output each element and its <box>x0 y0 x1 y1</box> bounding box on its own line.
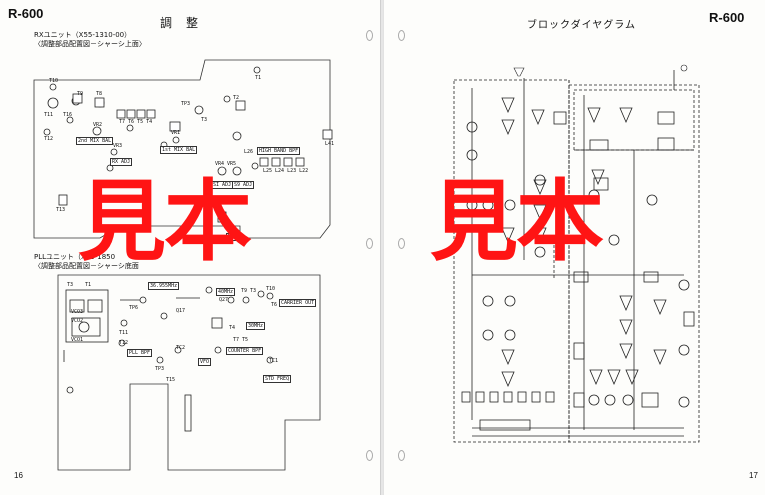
rx-label-s9-adj: S9 ADJ <box>232 181 255 189</box>
binder-hole-icon <box>398 238 405 249</box>
pll-label-30mhz: 30MHz <box>246 322 266 330</box>
pll-label-TP3: TP3 <box>155 366 165 372</box>
rx-label-1st-mix-bal: 1st MIX BAL <box>160 146 198 154</box>
pll-label-T12: T12 <box>119 340 129 346</box>
pll-label-T7-T5: T7 T5 <box>233 337 249 343</box>
rx-label-high-band-bpf: HIGH BAND BPF <box>257 147 301 155</box>
pll-label-TC1: TC1 <box>269 358 279 364</box>
pll-label-carrier-out: CARRIER OUT <box>279 299 317 307</box>
pll-label-Q27: Q27 <box>219 297 229 303</box>
binder-hole-icon <box>366 30 373 41</box>
rx-label-nb: NB <box>226 233 237 241</box>
pll-unit-heading: PLLユニット（X50-1850 <box>34 253 116 261</box>
rx-label-T12: T12 <box>44 136 54 142</box>
pll-label-40mhz: 40MHz <box>216 288 236 296</box>
pll-label-Q17: Q17 <box>176 308 186 314</box>
model-label-left: R-600 <box>8 6 44 21</box>
block-diagram <box>453 64 700 443</box>
rx-label-VR3: VR3 <box>113 143 123 149</box>
rx-label-TP3: TP3 <box>181 101 191 107</box>
binder-hole-icon <box>398 450 405 461</box>
pll-label-T4: T4 <box>229 325 236 331</box>
rx-label-T11: T11 <box>44 112 54 118</box>
pll-label-vfo: VFO <box>198 358 212 366</box>
page-title-adjustment: 調 整 <box>160 16 200 30</box>
left-page: R-600 調 整 RXユニット（X55-1310-00） 〈調整部品配置図－シ… <box>0 0 381 495</box>
rx-label-rx-adj-left: RX ADJ <box>110 158 133 166</box>
pll-label-36955mhz: 36.955MHz <box>148 282 180 290</box>
rx-label-T8: T8 <box>96 91 103 97</box>
sample-watermark-right: 見本 <box>430 170 604 273</box>
pll-label-T6: T6 <box>271 302 278 308</box>
rx-label-T1: T1 <box>255 75 262 81</box>
rx-label-VR1: VR1 <box>171 130 181 136</box>
pll-label-T9-T3: T9 T3 <box>241 288 257 294</box>
rx-label-L25-L22: L25 L24 L23 L22 <box>263 168 309 174</box>
page-number-left: 16 <box>14 471 23 480</box>
rx-label-T10: T10 <box>49 78 59 84</box>
pll-label-VCO1: VCO1 <box>71 337 84 343</box>
rx-label-T3: T3 <box>201 117 208 123</box>
rx-label-T16: T16 <box>63 112 73 118</box>
binder-hole-icon <box>366 238 373 249</box>
pll-label-VCO3: VCO3 <box>71 309 84 315</box>
pll-label-counter-bpf: COUNTER BPF <box>226 347 264 355</box>
rx-label-T9: T9 <box>77 91 84 97</box>
page-title-block-diagram: ブロックダイヤグラム <box>527 20 636 31</box>
pll-label-T15: T15 <box>166 377 176 383</box>
binder-hole-icon <box>398 30 405 41</box>
rx-label-L26: L26 <box>244 149 254 155</box>
pll-label-T10: T10 <box>266 286 276 292</box>
pll-label-TC2: TC2 <box>176 345 186 351</box>
sample-watermark-left: 見本 <box>78 170 252 273</box>
page-gutter <box>381 0 383 495</box>
rx-unit-subheading: 〈調整部品配置図－シャーシ上面〉 <box>34 40 146 48</box>
pll-label-VCO2: VCO2 <box>71 318 84 324</box>
pll-unit-subheading: 〈調整部品配置図－シャーシ底面 <box>34 262 139 270</box>
pll-label-T1: T1 <box>85 282 92 288</box>
pll-label-T11: T11 <box>119 330 129 336</box>
pll-label-std-freq: STD FREQ <box>263 375 292 383</box>
rx-label-T2: T2 <box>233 95 240 101</box>
rx-label-2nd-mix-bal: 2nd MIX BAL <box>76 137 114 145</box>
model-label-right: R-600 <box>709 10 745 25</box>
pll-label-pll-bpf: PLL BPF <box>127 349 153 357</box>
rx-label-T7-T4: T7 T6 T5 T4 <box>119 119 153 125</box>
rx-label-L41: L41 <box>325 141 335 147</box>
rx-unit-heading: RXユニット（X55-1310-00） <box>34 31 132 39</box>
rx-unit-board-diagram <box>33 59 333 471</box>
right-page: ブロックダイヤグラム R-600 <box>383 0 765 495</box>
rx-label-T13: T13 <box>56 207 66 213</box>
binder-hole-icon <box>366 450 373 461</box>
pll-label-TP6: TP6 <box>129 305 139 311</box>
pll-label-T3: T3 <box>67 282 74 288</box>
page-number-right: 17 <box>749 471 758 480</box>
rx-label-VR2: VR2 <box>93 122 103 128</box>
rx-label-VR4-VR5: VR4 VR5 <box>215 161 237 167</box>
